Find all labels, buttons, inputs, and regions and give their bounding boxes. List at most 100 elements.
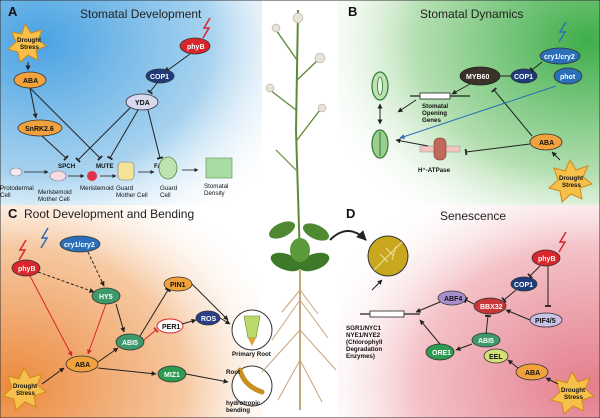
b-myb60-node — [459, 66, 501, 86]
b-atpase-label: H⁺-ATPase — [418, 167, 451, 174]
d-pif-label: PIF4/5 — [535, 318, 556, 325]
c-hy5-label: HY5 — [99, 294, 113, 301]
b-genes-2: Opening — [422, 110, 447, 117]
d-ore1-label: ORE1 — [432, 350, 451, 357]
panel-c-bg — [0, 205, 262, 418]
a-mmc: Meristemoid — [38, 189, 72, 196]
a-density-2: Density — [204, 190, 226, 197]
a-guard: Guard — [160, 185, 178, 192]
c-drought-1: Drought — [13, 383, 37, 390]
meristemoid-icon — [87, 171, 97, 181]
panel-a-letter: A — [8, 4, 18, 19]
b-drought-1: Drought — [559, 175, 583, 182]
b-lightning-icon — [558, 21, 567, 43]
a-protodermal: Protodermal — [0, 185, 34, 192]
b-cry-label: cry1/cry2 — [544, 54, 575, 61]
d-abf4-label: ABF4 — [444, 296, 462, 303]
panel-b-title: Stomatal Dynamics — [420, 7, 523, 21]
b-aba-label: ABA — [539, 140, 554, 147]
d-eel-label: EEL — [489, 354, 503, 361]
stoma-open-icon — [371, 71, 389, 101]
panel-d-letter: D — [346, 206, 355, 221]
a-lightning-icon — [202, 17, 211, 39]
a-spch: SPCH — [58, 163, 76, 170]
c-aba-node — [65, 355, 99, 373]
d-genes-2: NYE1/NYE2 — [346, 332, 381, 339]
b-aba-node — [529, 133, 563, 151]
panel-c-title: Root Development and Bending — [24, 207, 194, 221]
a-mute: MUTE — [96, 163, 114, 170]
c-lightning-red-icon — [18, 239, 27, 261]
a-gmc: Guard — [116, 185, 134, 192]
a-meristemoid: Meristemoid — [80, 185, 114, 192]
stoma-closed-icon — [371, 129, 389, 159]
protodermal-cell-icon — [9, 167, 23, 177]
guard-cell-icon — [158, 156, 178, 180]
b-drought-2: Stress — [562, 182, 581, 189]
c-abi5-node — [115, 333, 145, 351]
a-aba-label: ABA — [23, 78, 38, 85]
d-genes-4: Degradation — [346, 346, 382, 353]
a-gmc-2: Mother Cell — [116, 192, 148, 199]
c-abi5-label: ABI5 — [122, 340, 138, 347]
b-drought-star-icon — [547, 158, 594, 203]
b-genes-1: Stomatal — [422, 103, 448, 110]
a-guard-2: Cell — [160, 192, 171, 199]
gmc-icon — [117, 161, 135, 181]
d-bbx32-node — [473, 297, 507, 315]
c-per1-node — [156, 318, 184, 334]
a-yda-node — [125, 93, 159, 111]
d-abi5-label: ABI5 — [478, 338, 494, 345]
a-yda-label: YDA — [135, 100, 150, 107]
d-phyb-node — [531, 249, 561, 267]
b-phot-node — [553, 67, 583, 85]
d-bbx32-label: BBX32 — [480, 304, 503, 311]
c-primary-root: Primary Root — [232, 351, 271, 358]
drought-star-icon — [6, 22, 48, 63]
c-hydro-1: Root — [226, 369, 240, 376]
a-mmc-2: Mother Cell — [38, 196, 70, 203]
d-phyb-label: phyB — [538, 256, 556, 263]
c-cry-label: cry1/cry2 — [64, 242, 95, 249]
d-drought-1: Drought — [561, 387, 585, 394]
stomatal-density-icon — [205, 157, 233, 179]
b-cop1-label: COP1 — [514, 74, 533, 81]
c-ros-label: ROS — [201, 316, 217, 323]
atpase-pump-icon — [433, 137, 447, 161]
c-drought-star-icon — [1, 366, 48, 411]
d-genes-1: SGR1/NYC1 — [346, 325, 382, 332]
panel-b-letter: B — [348, 4, 357, 19]
c-aba-label: ABA — [75, 362, 90, 369]
c-pin1-label: PIN1 — [170, 282, 186, 289]
d-lightning-icon — [558, 231, 567, 253]
d-cop1-label: COP1 — [514, 282, 533, 289]
a-snrk-node — [17, 119, 63, 137]
c-cry-node — [59, 235, 101, 253]
d-genes-3: (Chlorophyll — [346, 339, 383, 346]
c-lightning-blue-icon — [40, 227, 49, 249]
d-aba-node — [515, 363, 549, 381]
a-cop1-label: COP1 — [150, 74, 169, 81]
a-drought-line2: Stress — [20, 44, 39, 51]
b-myb60-label: MYB60 — [466, 74, 489, 81]
panel-d-title: Senescence — [440, 209, 506, 223]
c-hydro-3: bending — [226, 407, 250, 414]
c-drought-2: Stress — [16, 390, 35, 397]
a-cop1-node — [145, 68, 175, 84]
a-snrk-label: SnRK2.6 — [25, 126, 54, 133]
b-cry-node — [539, 47, 581, 65]
panel-c-letter: C — [8, 206, 18, 221]
mmc-icon — [49, 170, 67, 182]
d-eel-node — [483, 348, 509, 364]
a-protodermal-2: Cell — [0, 192, 11, 199]
d-drought-2: Stress — [564, 394, 583, 401]
d-genes-5: Enzymes) — [346, 353, 375, 360]
b-genes-3: Genes — [422, 117, 441, 124]
d-aba-label: ABA — [525, 370, 540, 377]
panel-a-title: Stomatal Development — [80, 7, 202, 21]
a-phyb-node — [179, 37, 211, 55]
b-phot-label: phot — [560, 74, 576, 81]
c-hydro-2: hydrotropic — [226, 400, 261, 407]
